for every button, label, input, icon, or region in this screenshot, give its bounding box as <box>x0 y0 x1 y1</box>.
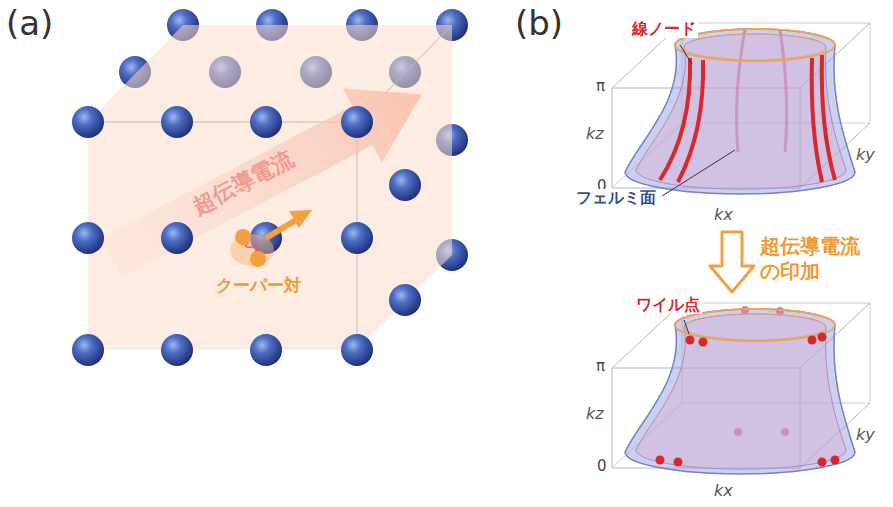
lattice-front <box>72 106 421 366</box>
apply-arrow <box>710 232 754 292</box>
panel-letter: (a) <box>6 4 53 43</box>
axis-tick: 0 <box>597 458 607 475</box>
fermi-label: フェルミ面 <box>574 189 658 207</box>
axis-label: ky <box>856 146 875 164</box>
apply-label: 超伝導電流 の印加 <box>760 234 868 284</box>
leader-line <box>680 45 692 64</box>
axis-label: ky <box>856 426 875 444</box>
pair-label: クーパー対 <box>216 276 301 296</box>
axis-tick: π <box>596 78 605 95</box>
axis-label: kx <box>714 482 733 500</box>
fermi-plot-bottom <box>612 303 870 474</box>
panel-letter: (b) <box>515 4 563 43</box>
axis-label: kz <box>586 125 604 143</box>
current-arrow <box>90 57 441 295</box>
leader-line <box>684 320 689 334</box>
cooper-pair <box>230 210 312 267</box>
axis-tick: π <box>596 358 605 375</box>
axis-label: kz <box>586 405 604 423</box>
leader-line <box>662 150 735 196</box>
node-label: 線ノード <box>630 20 698 38</box>
weyl-label: ワイル点 <box>634 296 702 314</box>
crystal-volume <box>88 25 452 350</box>
fermi-plot-top <box>612 23 870 194</box>
axis-label: kx <box>714 206 733 224</box>
